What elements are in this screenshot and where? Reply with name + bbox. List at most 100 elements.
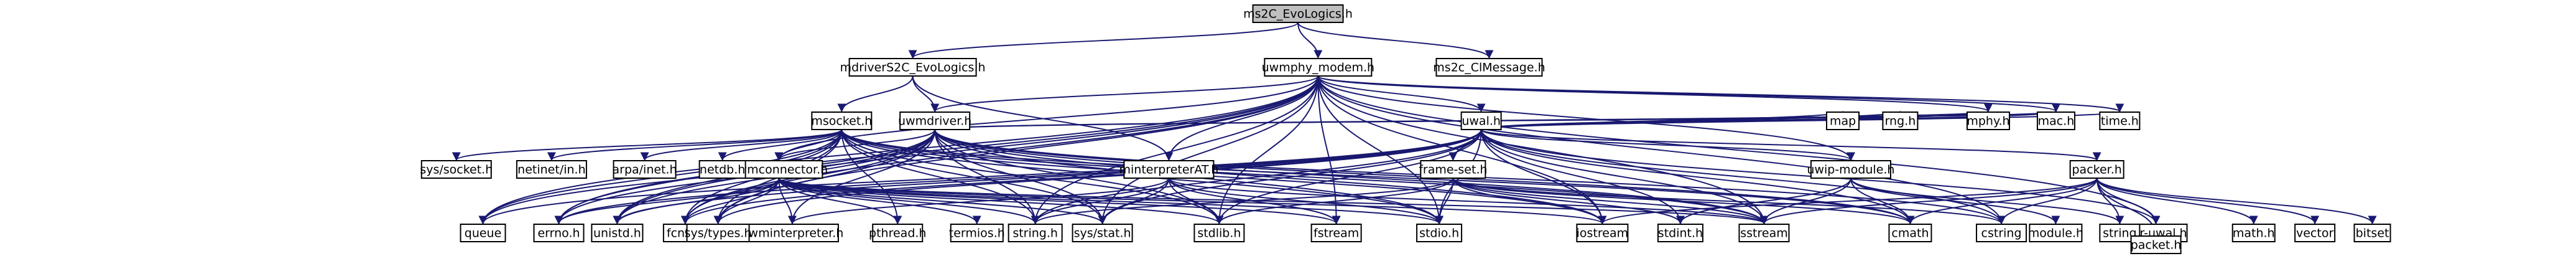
edge-uwal-to-stdlib bbox=[1215, 129, 1482, 225]
node-vector: vector bbox=[2294, 224, 2336, 242]
node-packer[interactable]: packer.h bbox=[2069, 160, 2124, 179]
edge-minterpreter-to-uwminterpreter bbox=[788, 178, 1170, 225]
node-uwminterpreter[interactable]: uwminterpreter.h bbox=[741, 224, 844, 242]
edge-line bbox=[778, 178, 1606, 225]
node-label: mdriverS2C_EvoLogics.h bbox=[840, 61, 986, 75]
node-box bbox=[1193, 224, 1245, 242]
node-box bbox=[1576, 224, 1629, 242]
node-box bbox=[1810, 160, 1891, 179]
edge-line bbox=[1215, 178, 1454, 225]
edge-uwmconnector-to-stdio bbox=[778, 178, 1443, 225]
node-label: termios.h bbox=[949, 227, 1005, 240]
edge-line bbox=[778, 178, 797, 225]
node-label: ms2c_ClMessage.h bbox=[1433, 61, 1545, 75]
node-label: map bbox=[1830, 115, 1856, 128]
edge-line bbox=[1480, 110, 2124, 130]
edge-msocket-to-pthread bbox=[841, 129, 902, 225]
node-mdriver[interactable]: mdriverS2C_EvoLogics.h bbox=[840, 58, 986, 77]
edge-line bbox=[452, 129, 843, 161]
node-uwmconnector[interactable]: uwmconnector.h bbox=[730, 160, 828, 179]
node-label: string bbox=[2103, 227, 2137, 240]
edge-uwmphy-to-fstream bbox=[1317, 75, 1341, 225]
node-rngh: rng.h bbox=[1882, 111, 1919, 130]
edge-mdriver-to-msocket bbox=[837, 75, 914, 113]
node-box bbox=[1460, 111, 1502, 130]
edge-uwmconnector-to-sstream bbox=[778, 178, 1768, 225]
node-label: sstream bbox=[1740, 227, 1787, 240]
edge-uwmphy-to-time bbox=[1317, 75, 2124, 113]
edge-uwal-to-stdint bbox=[1480, 129, 1685, 225]
node-box bbox=[1123, 160, 1215, 179]
edge-frameset-to-stdio bbox=[1435, 178, 1454, 225]
edge-line bbox=[1850, 178, 2060, 225]
node-box bbox=[1657, 224, 1703, 242]
edge-line bbox=[1452, 178, 1607, 225]
node-msocket[interactable]: msocket.h bbox=[811, 111, 872, 130]
node-pthread: pthread.h bbox=[869, 224, 926, 242]
node-time: time.h bbox=[2099, 111, 2141, 130]
edge-uwal-to-stringh bbox=[1031, 129, 1482, 225]
edge-line bbox=[1435, 178, 1454, 225]
edge-line bbox=[1317, 75, 1341, 225]
edge-line bbox=[778, 178, 1768, 225]
edge-line bbox=[1317, 75, 1444, 225]
edge-line bbox=[1317, 75, 2124, 113]
edge-line bbox=[1452, 178, 2006, 225]
node-uwmdriver[interactable]: uwmdriver.h bbox=[898, 111, 971, 130]
edge-packer-to-string bbox=[2096, 178, 2124, 225]
node-box bbox=[1435, 58, 1543, 77]
edge-uwal-to-systypes bbox=[713, 129, 1482, 225]
edge-frameset-to-iostream bbox=[1452, 178, 1607, 225]
node-frameset[interactable]: frame-set.h bbox=[1419, 160, 1488, 179]
edge-msocket-to-netdb bbox=[718, 129, 843, 161]
node-box bbox=[1264, 58, 1373, 77]
edge-uwmconnector-to-termios bbox=[778, 178, 981, 225]
node-queue: queue bbox=[460, 224, 506, 242]
node-box bbox=[1966, 111, 2010, 130]
edge-msocket-to-sys_socket bbox=[452, 129, 843, 161]
edge-line bbox=[640, 129, 843, 161]
node-packeth: packet.h bbox=[2130, 235, 2182, 254]
node-ms2c[interactable]: ms2C_EvoLogics.h bbox=[1243, 4, 1353, 23]
node-box bbox=[591, 224, 644, 242]
node-mphy: mphy.h bbox=[1966, 111, 2010, 130]
node-box bbox=[686, 224, 750, 242]
node-label: time.h bbox=[2101, 115, 2139, 128]
edge-uwmdriver-to-uwmconnector bbox=[774, 129, 936, 161]
node-box bbox=[1310, 224, 1362, 242]
node-mac: mac.h bbox=[2036, 111, 2075, 130]
edge-line bbox=[1997, 178, 2098, 225]
edge-minterpreter-to-stdio bbox=[1168, 178, 1443, 225]
node-box bbox=[734, 160, 823, 179]
edge-line bbox=[2096, 178, 2377, 225]
edge-uwmconnector-to-stdlib bbox=[778, 178, 1224, 225]
node-label: stdlib.h bbox=[1197, 227, 1241, 240]
edge-msocket-to-arpa bbox=[640, 129, 843, 161]
edge-packer-to-iostream bbox=[1598, 178, 2098, 225]
edge-packer-to-math bbox=[2096, 178, 2258, 225]
node-minterpreter[interactable]: minterpreterAT.h bbox=[1119, 160, 1218, 179]
edge-line bbox=[1480, 129, 1915, 225]
node-uwal[interactable]: uwal.h bbox=[1460, 111, 1502, 130]
edge-uwmphy-to-uwmdriver bbox=[930, 75, 1319, 113]
node-box bbox=[2130, 235, 2182, 254]
node-math: math.h bbox=[2231, 224, 2276, 242]
node-label: sys/stat.h bbox=[1074, 227, 1131, 240]
node-label: string.h bbox=[1012, 227, 1058, 240]
node-box bbox=[1826, 111, 1860, 130]
node-uwipmodule[interactable]: uwip-module.h bbox=[1807, 160, 1894, 179]
node-label: stdint.h bbox=[1658, 227, 1703, 240]
node-box bbox=[1738, 224, 1790, 242]
edge-line bbox=[613, 75, 1319, 225]
edge-uwmconnector-to-sysstat bbox=[778, 178, 1107, 225]
edge-line bbox=[930, 75, 1319, 113]
node-uwmphy[interactable]: uwmphy_modem.h bbox=[1262, 58, 1374, 77]
edge-line bbox=[778, 178, 1040, 225]
node-label: vector bbox=[2296, 227, 2333, 240]
edge-line bbox=[1480, 129, 1685, 225]
edge-ms2c-to-clmessage bbox=[1297, 22, 1494, 59]
node-bitset: bitset bbox=[2353, 224, 2391, 242]
node-box bbox=[420, 160, 492, 179]
node-box bbox=[2231, 224, 2276, 242]
node-box bbox=[2069, 160, 2124, 179]
